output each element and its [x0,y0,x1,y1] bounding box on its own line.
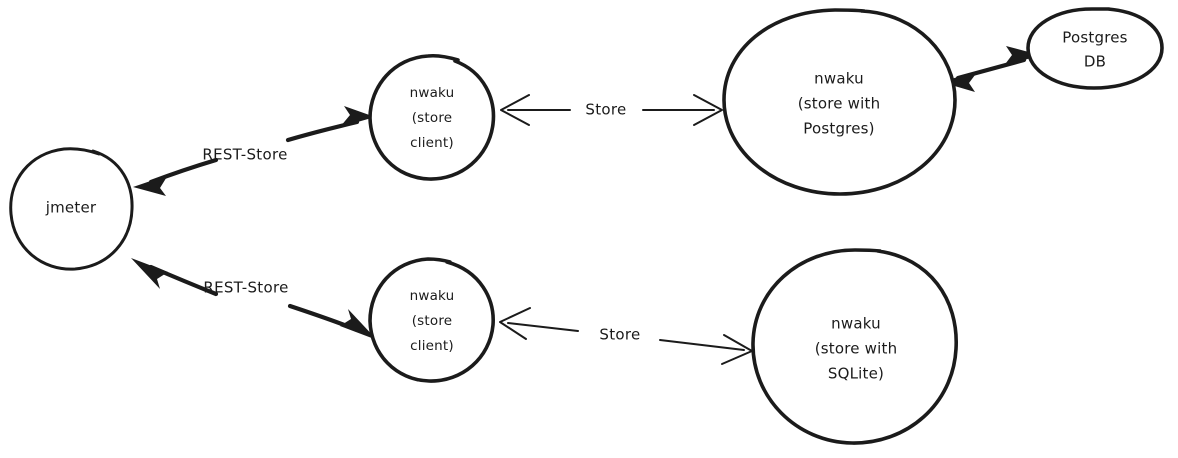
edge-label-rest-store-bottom: REST-Store [203,279,288,297]
arrowhead-toward-postgres-node [941,71,978,92]
edge-label-rest-store-top: REST-Store [202,146,287,164]
node-store-with-sqlite-outline [751,248,958,445]
arrowhead-toward-jmeter [133,175,168,196]
node-store-client-top-outline [368,53,496,181]
node-store-with-postgres[interactable]: nwaku (store with Postgres) [722,8,957,196]
node-jmeter-outline [9,147,134,271]
edge-label-store-top: Store [585,101,626,119]
node-postgres-db[interactable]: Postgres DB [1026,7,1164,90]
node-store-client-top-label-line-1: nwaku [410,85,455,101]
arrowhead-toward-postgres-node [693,94,723,126]
node-jmeter[interactable]: jmeter [9,147,134,271]
node-store-client-top[interactable]: nwaku (store client) [368,53,496,181]
edge-jmeter-to-store-client-top: REST-Store [133,106,375,196]
node-store-client-top-label-line-3: client) [410,135,454,151]
edge-store-client-bottom-to-sqlite-node: Store [499,307,753,365]
node-store-with-sqlite[interactable]: nwaku (store with SQLite) [751,248,958,445]
arrowhead-toward-store-client-bottom [499,307,531,340]
node-store-client-bottom[interactable]: nwaku (store client) [368,257,495,383]
node-postgres-db-label-line-2: DB [1084,53,1106,71]
node-store-with-sqlite-label-line-2: (store with [815,340,898,358]
node-store-with-sqlite-label-line-3: SQLite) [828,365,884,383]
edge-store-client-top-to-postgres-node: Store [500,94,723,126]
arrowhead-toward-postgres-db [1003,46,1040,67]
node-store-client-bottom-label-line-1: nwaku [410,288,455,304]
node-store-with-postgres-outline [722,8,957,196]
edge-postgres-node-to-postgres-db [941,46,1040,92]
edge-segment-left [507,322,579,332]
node-store-client-bottom-label-line-2: (store [412,313,453,329]
node-store-client-top-label-line-2: (store [412,110,453,126]
edge-label-store-bottom: Store [599,326,640,344]
node-store-with-sqlite-label-line-1: nwaku [831,315,881,333]
arrowhead-toward-store-client-top [340,106,375,127]
node-store-client-bottom-outline [368,257,495,383]
edge-jmeter-to-store-client-bottom: REST-Store [131,258,377,340]
node-postgres-db-outline [1026,7,1164,90]
edge-segment-right [659,339,745,351]
node-store-with-postgres-label-line-1: nwaku [814,70,864,88]
arrowhead-toward-store-client-bottom [340,309,377,340]
node-postgres-db-label-line-1: Postgres [1062,29,1127,47]
node-store-client-bottom-label-line-3: client) [410,338,454,354]
node-store-with-postgres-label-line-2: (store with [798,95,881,113]
arrowhead-toward-store-client-top [500,94,530,126]
node-store-with-postgres-label-line-3: Postgres) [803,120,874,138]
arrowhead-toward-jmeter [131,258,168,289]
node-jmeter-label: jmeter [45,199,97,217]
